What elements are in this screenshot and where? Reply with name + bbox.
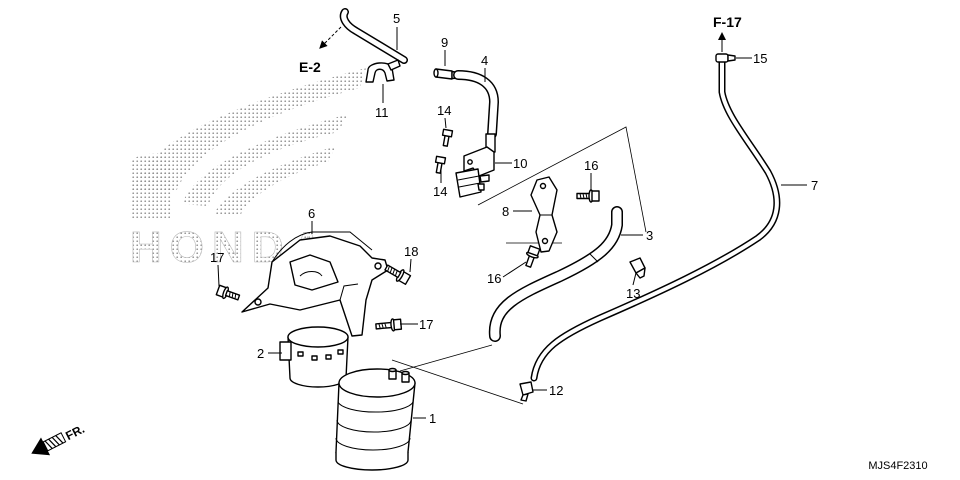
drawing-code: MJS4F2310	[868, 460, 927, 472]
callout-12: 12	[549, 383, 563, 398]
bracket-8	[530, 176, 558, 253]
bolt-17-right	[375, 318, 403, 332]
bolt-14-upper	[441, 128, 454, 147]
reference-lines	[391, 126, 647, 405]
bracket-group-outline	[477, 126, 647, 233]
callout-2: 2	[257, 346, 264, 361]
bracket-6	[241, 231, 389, 337]
callout-13: 13	[626, 286, 640, 301]
ref-e2: E-2	[299, 59, 321, 75]
callout-17-right: 17	[419, 317, 433, 332]
wing-feather-lower	[214, 146, 336, 216]
front-arrow-head	[31, 437, 51, 456]
callout-7: 7	[811, 178, 818, 193]
clamp-12	[519, 381, 534, 402]
bolt-18	[384, 264, 412, 286]
bolt-17-left	[215, 284, 241, 301]
hose-4	[453, 70, 499, 139]
callout-11: 11	[375, 105, 389, 120]
hose-5	[339, 8, 408, 64]
callout-3: 3	[646, 228, 653, 243]
wing-feather-middle	[182, 114, 348, 206]
callout-14-lower: 14	[433, 184, 447, 199]
callout-6: 6	[308, 206, 315, 221]
callout-16-lower: 16	[487, 271, 501, 286]
callout-18: 18	[404, 244, 418, 259]
callout-4: 4	[481, 53, 488, 68]
bolt-14-lower	[434, 155, 447, 174]
ref-f17: F-17	[713, 14, 742, 30]
wing-feather-upper	[132, 68, 366, 192]
canister-to-clamp-line	[391, 359, 524, 405]
wing-root	[130, 153, 172, 218]
leader-lines	[217, 27, 807, 419]
bolt-16-upper	[576, 189, 600, 203]
tube-7	[530, 58, 781, 382]
e2-arrow	[319, 26, 342, 49]
callout-5: 5	[393, 11, 400, 26]
front-direction-arrow: FR.	[31, 422, 87, 456]
bolt-16-lower	[525, 245, 541, 268]
callout-10: 10	[513, 156, 527, 171]
callout-8: 8	[502, 204, 509, 219]
callout-labels: 1 2 3 4 5 6 7 8 9 10 11 12 13 14 14 15 1…	[210, 11, 818, 426]
callout-14-upper: 14	[437, 103, 451, 118]
front-arrow-hatch	[44, 435, 64, 449]
canister-1	[335, 367, 416, 471]
callout-9: 9	[441, 35, 448, 50]
solenoid-valve-10	[455, 133, 496, 198]
callout-17-left: 17	[210, 250, 224, 265]
clip-13	[629, 257, 646, 279]
front-label: FR.	[63, 422, 87, 443]
callout-15: 15	[753, 51, 767, 66]
hose-3	[488, 206, 623, 342]
clamp-15	[715, 53, 736, 63]
band-2	[279, 326, 349, 388]
clamp-11	[365, 59, 401, 83]
callout-1: 1	[429, 411, 436, 426]
canister-to-hose-line	[399, 344, 493, 372]
callout-16-upper: 16	[584, 158, 598, 173]
